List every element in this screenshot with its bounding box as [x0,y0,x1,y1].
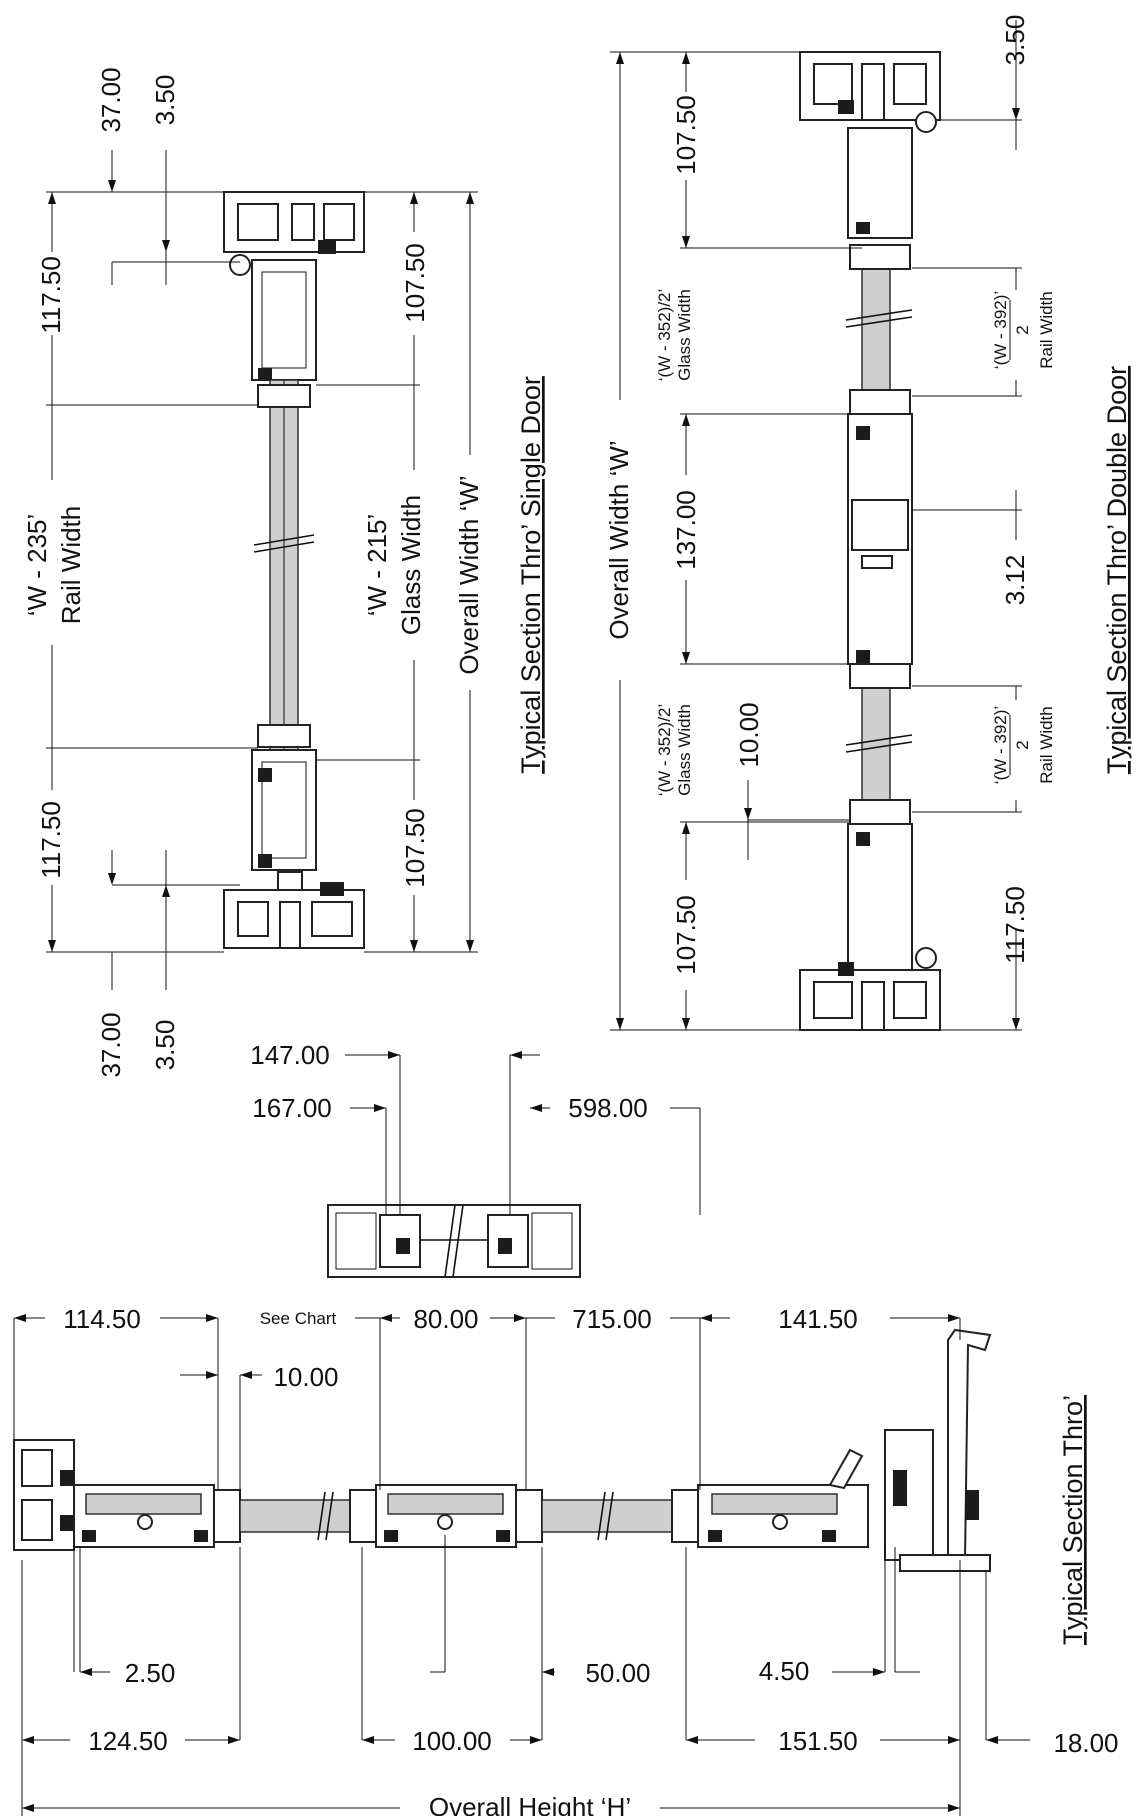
horizontal-top-dim-2: See Chart [260,1309,337,1328]
double-bottom-right-dim: 117.50 [1000,886,1030,964]
horizontal-bot-dim-6: 151.50 [778,1726,858,1756]
horizontal-bot-dim-5: 100.00 [412,1726,492,1756]
mullion-detail: 147.00 167.00 598.00 [250,1040,701,1278]
horizontal-section-title: Typical Section Thro’ [1058,1395,1088,1645]
double-glass-formula-lower: ‘(W - 352)/2’ [655,704,674,797]
double-glass-label-lower: Glass Width [675,704,694,796]
single-rail-width-formula: ‘W - 235’ [22,514,52,617]
single-overall-width: Overall Width ‘W’ [454,475,484,674]
single-rail-width-label: Rail Width [56,506,86,624]
horizontal-overall-height: Overall Height ‘H’ [429,1792,631,1816]
double-door-section: 3.50 107.50 ‘(W - 352)/2’ Glass Width ‘(… [604,15,1132,1031]
mullion-dim-a: 147.00 [250,1040,330,1070]
double-offset-dim: 10.00 [734,702,764,767]
double-top-left-dim: 107.50 [671,95,701,175]
single-rail-top-dim: 117.50 [36,256,66,334]
double-rail-formula-den-upper: 2 [1013,325,1032,334]
double-door-profiles [799,51,941,1031]
single-top-outer-dim: 37.00 [96,67,126,132]
double-center-dim: 137.00 [671,490,701,570]
horizontal-section-dimension-lines [13,1314,1030,1816]
double-door-title: Typical Section Thro’ Double Door [1102,366,1132,774]
horizontal-top-dim-5: 141.50 [778,1304,858,1334]
single-door-section: 37.00 3.50 117.50 ‘W - 235’ Rail Width 1… [22,67,546,1077]
single-door-title: Typical Section Thro’ Single Door [516,376,546,774]
double-bottom-left-dim: 107.50 [671,895,701,975]
double-rail-formula-den-lower: 2 [1013,740,1032,749]
single-glass-width-formula: ‘W - 215’ [362,514,392,617]
double-glass-formula-upper: ‘(W - 352)/2’ [655,289,674,382]
horizontal-top-dim-4: 715.00 [572,1304,652,1334]
single-door-profiles [223,191,365,949]
single-top-inner-dim: 3.50 [150,75,180,126]
horizontal-top-dim-1: 114.50 [63,1304,141,1334]
horizontal-top-dim-6: 10.00 [273,1362,338,1392]
single-bottom-outer-dim: 37.00 [96,1012,126,1077]
double-rail-formula-num-lower: ‘(W - 392)’ [991,706,1010,784]
single-rail-bottom-dim: 117.50 [36,801,66,879]
single-door-dimension-lines [46,150,478,990]
single-glass-width-label: Glass Width [396,495,426,635]
double-top-right-dim: 3.50 [1000,15,1030,66]
double-rail-label-upper: Rail Width [1037,291,1056,368]
double-overall-width: Overall Width ‘W’ [604,440,634,639]
horizontal-bot-dim-7: 18.00 [1053,1728,1118,1758]
double-glass-label-upper: Glass Width [675,289,694,381]
mullion-dim-c: 598.00 [568,1093,648,1123]
double-rail-label-lower: Rail Width [1037,706,1056,783]
horizontal-top-dim-3: 80.00 [413,1304,478,1334]
horizontal-section: 114.50 See Chart 80.00 715.00 141.50 10.… [13,1304,1119,1816]
mullion-dim-b: 167.00 [252,1093,332,1123]
horizontal-bot-dim-2: 50.00 [585,1658,650,1688]
double-gap-dim: 3.12 [1000,555,1030,606]
single-glass-top-dim: 107.50 [400,243,430,323]
horizontal-bot-dim-3: 4.50 [759,1656,810,1686]
double-door-dimension-lines [610,20,1022,1031]
single-glass-bottom-dim: 107.50 [400,808,430,888]
horizontal-bot-dim-1: 2.50 [125,1658,176,1688]
horizontal-section-profiles [13,1328,992,1572]
horizontal-bot-dim-4: 124.50 [88,1726,168,1756]
double-rail-formula-num-upper: ‘(W - 392)’ [991,291,1010,369]
single-bottom-inner-dim: 3.50 [150,1020,180,1071]
